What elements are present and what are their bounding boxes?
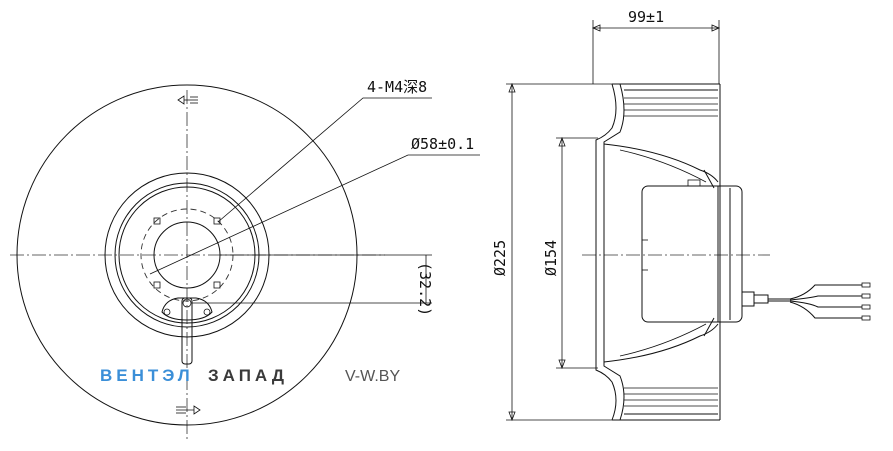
motor-housing: [641, 179, 743, 323]
label-diameter-154: Ø154: [542, 240, 560, 276]
watermark-part3: V-W.BY: [345, 368, 400, 385]
impeller-shroud: [595, 83, 721, 421]
label-width-99: 99±1: [628, 8, 664, 26]
rotation-arrow-bottom-icon: [176, 405, 201, 415]
label-diameter-58: Ø58±0.1: [411, 135, 474, 153]
watermark: ВЕНТЭЛ ЗАПАД V-W.BY: [100, 366, 400, 385]
blade-lines: [624, 97, 718, 407]
cable-bracket: [161, 297, 213, 365]
front-view: 4-M4深8 Ø58±0.1 (32.2): [10, 78, 480, 440]
bolt-hole: [153, 217, 161, 225]
label-dim-32: (32.2): [416, 262, 434, 316]
bolt-holes: [153, 217, 221, 289]
bolt-hole: [213, 281, 221, 289]
cable-assembly: [741, 282, 871, 321]
bolt-hole: [153, 281, 161, 289]
side-view: 99±1 Ø225 Ø154: [491, 8, 871, 422]
label-diameter-225: Ø225: [491, 240, 509, 276]
watermark-part1: ВЕНТЭЛ: [100, 366, 194, 385]
leader-diameter-58: [149, 154, 480, 275]
back-plate: [603, 143, 719, 363]
leader-thread-callout: [217, 97, 432, 223]
bolt-hole: [213, 217, 221, 225]
watermark-part2: ЗАПАД: [208, 366, 288, 385]
rotation-arrow-top-icon: [177, 95, 198, 105]
label-thread-callout: 4-M4深8: [367, 78, 427, 96]
